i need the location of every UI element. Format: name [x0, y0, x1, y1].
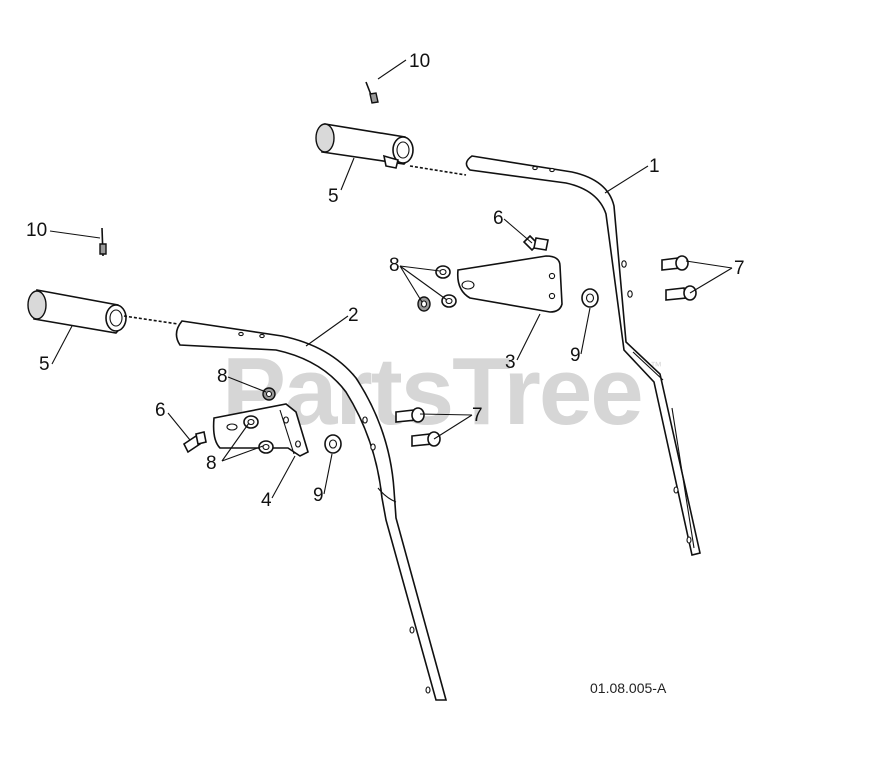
- lower-spacer-part-9: [324, 434, 342, 454]
- upper-grip-part-5: [315, 123, 467, 176]
- upper-bolt-part-6: [522, 234, 549, 252]
- callout-7-upper: 7: [734, 258, 745, 279]
- upper-pin-part-10: [365, 81, 379, 104]
- upper-handle-part-1: [465, 155, 701, 556]
- callout-1: 1: [649, 156, 660, 177]
- callout-4: 4: [261, 490, 272, 511]
- callout-10-upper: 10: [409, 51, 430, 72]
- right-bracket-part-3: [456, 255, 563, 313]
- lower-handle-part-2: [175, 320, 448, 701]
- drawing-code: 01.08.005-A: [590, 680, 667, 696]
- callout-8-upper: 8: [389, 255, 400, 276]
- callout-9-upper: 9: [570, 345, 581, 366]
- upper-washers-part-8: [417, 265, 457, 312]
- upper-bolts-part-7: [661, 255, 697, 301]
- callout-8-lower-a: 8: [217, 366, 228, 387]
- lower-bolts-part-7: [395, 407, 441, 447]
- callout-6-upper: 6: [493, 208, 504, 229]
- left-bracket-part-4: [212, 403, 309, 457]
- callout-6-lower: 6: [155, 400, 166, 421]
- callout-8-lower-b: 8: [206, 453, 217, 474]
- lower-bolt-part-6: [182, 431, 207, 454]
- callout-3: 3: [505, 352, 516, 373]
- callout-5-lower: 5: [39, 354, 50, 375]
- callout-labels: 1 2 3 4 5 5 6 6 7 7 8 8 8 9 9 10 10: [26, 51, 745, 511]
- callout-10-lower: 10: [26, 220, 47, 241]
- callout-9-lower: 9: [313, 485, 324, 506]
- leader-lines: [49, 59, 733, 499]
- lower-pin-part-10: [99, 227, 107, 257]
- callout-7-lower: 7: [472, 405, 483, 426]
- callout-5-upper: 5: [328, 186, 339, 207]
- upper-spacer-part-9: [581, 288, 599, 308]
- lower-grip-part-5: [27, 289, 179, 334]
- callout-2: 2: [348, 305, 359, 326]
